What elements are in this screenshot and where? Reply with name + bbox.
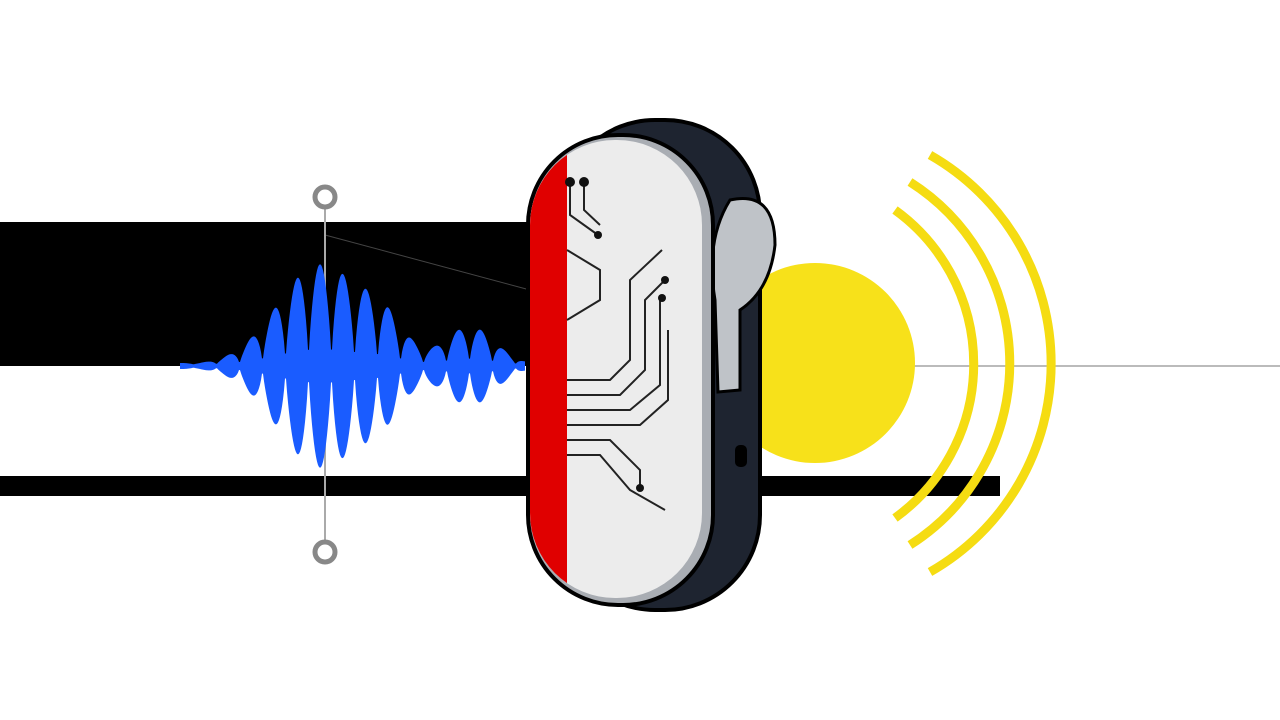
audio-waveform-icon	[180, 264, 525, 468]
sound-wave-icon	[892, 151, 1056, 576]
circuit-icon	[566, 182, 669, 511]
yellow-circle	[715, 263, 915, 463]
black-line	[0, 476, 1000, 496]
red-strip	[530, 140, 567, 598]
guide-diagonal	[324, 234, 531, 291]
handle-bottom[interactable]	[312, 539, 338, 565]
hearing-device-icon	[526, 118, 777, 612]
handle-top[interactable]	[312, 184, 338, 210]
